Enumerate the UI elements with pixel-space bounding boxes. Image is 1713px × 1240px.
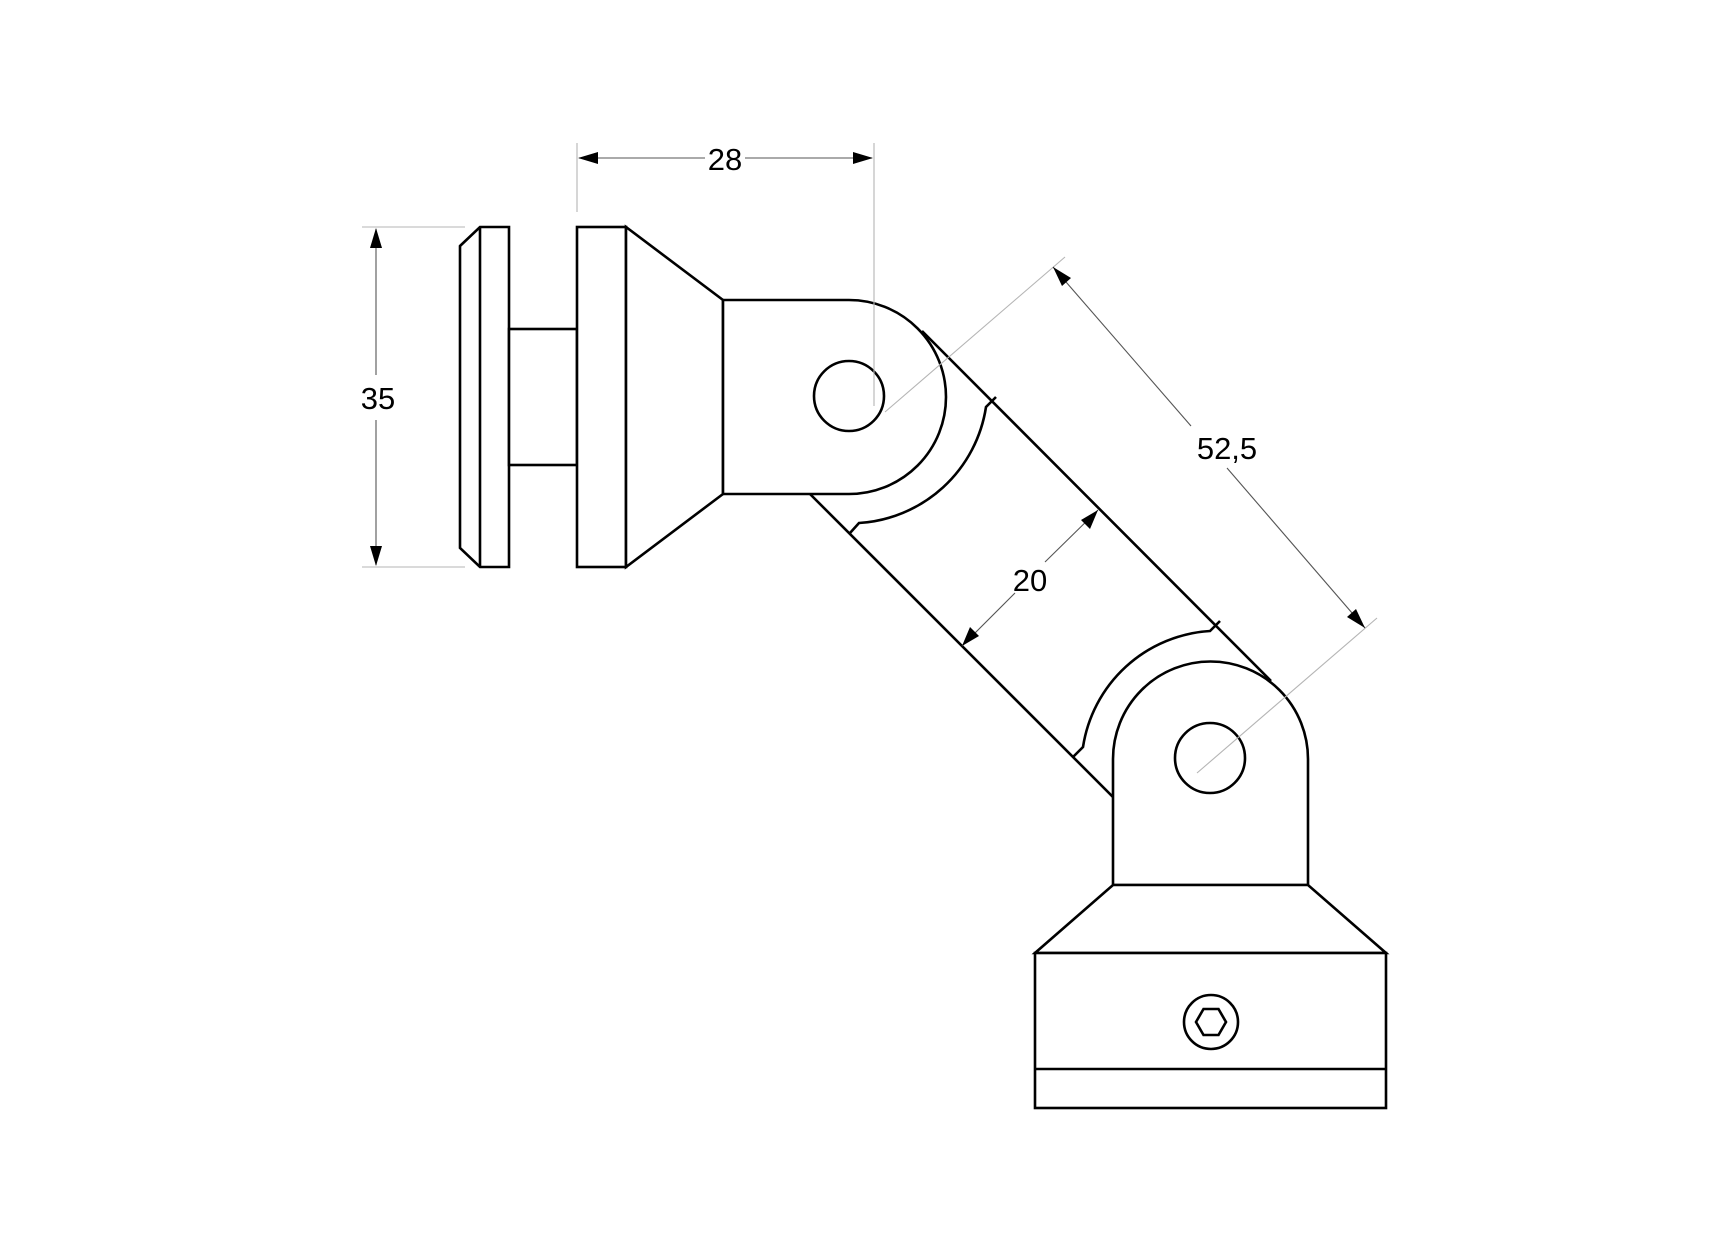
dimension-20: 20 (961, 509, 1099, 647)
arrow-diag-down-icon (1347, 609, 1365, 628)
glass-pad-outer-plate (458, 225, 511, 569)
lower-pivot-tab (1111, 660, 1310, 887)
dimension-52-5: 52,5 (1052, 266, 1366, 629)
extension-lines (362, 143, 1378, 774)
upper-collar-arc (849, 396, 997, 534)
glass-pad-inner-flange (575, 225, 628, 569)
arrow-down-icon (370, 546, 382, 566)
dimension-label-28: 28 (708, 142, 742, 177)
arrow-left-icon (578, 152, 598, 164)
dimension-28: 28 (578, 142, 873, 177)
hex-socket-icon (1194, 1007, 1228, 1037)
arrow-diag-up-icon (1081, 510, 1098, 529)
upper-pivot-hole (812, 359, 886, 433)
glass-pad-stem (507, 327, 579, 467)
dimension-label-20: 20 (1013, 563, 1047, 598)
arrow-right-icon (853, 152, 873, 164)
dimension-label-52-5: 52,5 (1197, 431, 1257, 466)
upper-pivot-tab (721, 298, 948, 496)
arrow-diag-down-icon (962, 627, 979, 646)
base-wedge (1031, 883, 1390, 955)
lower-collar-arc (1072, 620, 1221, 758)
glass-pad (458, 224, 725, 570)
dimension-35: 35 (361, 228, 395, 566)
arrow-diag-up-icon (1053, 267, 1071, 286)
dimension-label-35: 35 (361, 381, 395, 416)
base-block (1031, 883, 1390, 1110)
upper-wedge (624, 224, 725, 570)
arrow-up-icon (370, 228, 382, 248)
lower-pivot-hole (1173, 721, 1247, 795)
